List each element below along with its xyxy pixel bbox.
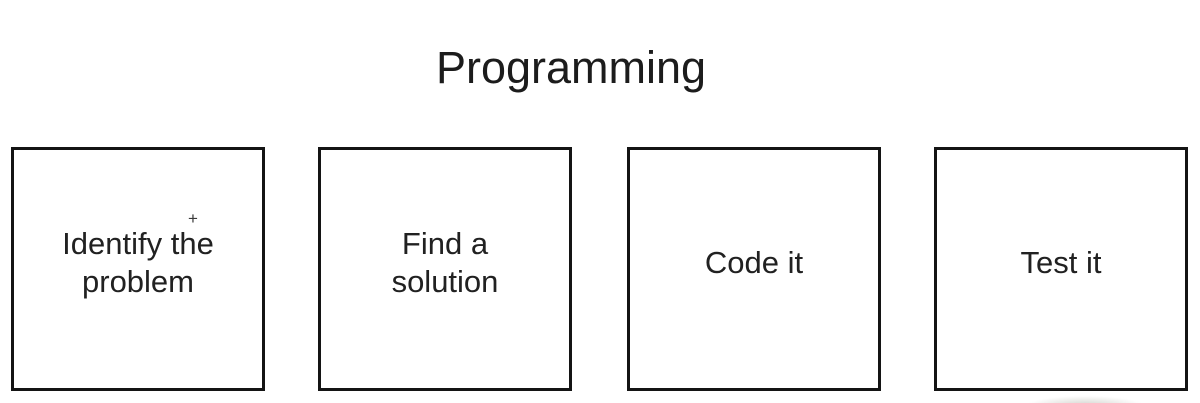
plus-cursor-mark: + [188, 209, 198, 228]
step-box-find-solution: Find a solution [318, 147, 572, 391]
step-label-code-it: Code it [704, 245, 804, 280]
diagram-title: Programming [435, 42, 707, 93]
step-box-test-it: Test it [934, 147, 1188, 391]
step-label-identify-problem: Identify the problem [62, 226, 214, 299]
step-box-code-it: Code it [627, 147, 881, 391]
shadow-smudge [1028, 396, 1142, 403]
step-label-test-it: Test it [1020, 245, 1102, 280]
step-box-identify-problem: Identify the problem [11, 147, 265, 391]
step-label-find-solution: Find a solution [391, 226, 499, 299]
